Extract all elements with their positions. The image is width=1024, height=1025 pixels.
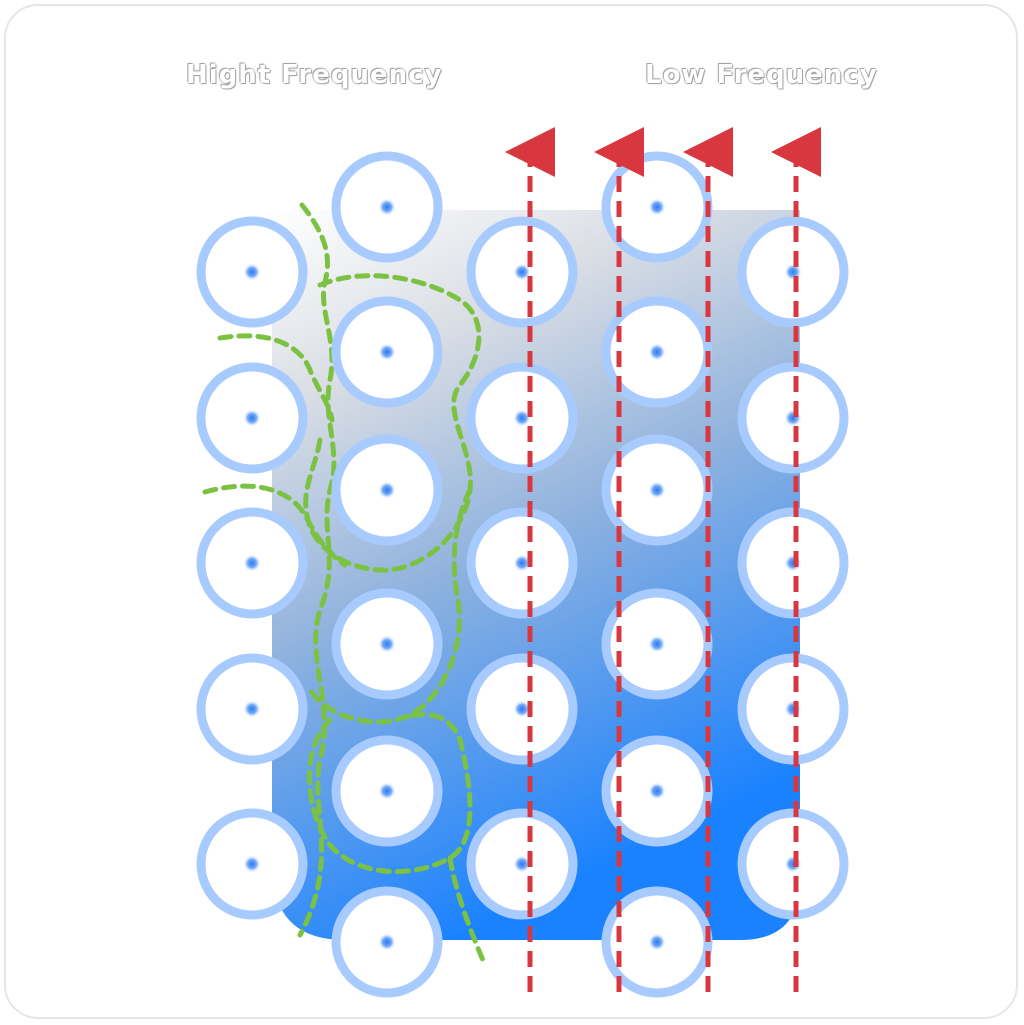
- node: [331, 735, 443, 847]
- node-grid: [196, 151, 849, 998]
- node: [737, 362, 849, 474]
- node: [737, 808, 849, 920]
- node: [466, 216, 578, 328]
- green-dashed-paths: [202, 202, 488, 968]
- node: [737, 216, 849, 328]
- green-path-4: [303, 273, 482, 573]
- green-path-2: [217, 333, 335, 423]
- node: [737, 507, 849, 619]
- node: [601, 588, 713, 700]
- high-frequency-label: Hight Frequency: [186, 60, 443, 90]
- node: [601, 151, 713, 263]
- green-path-1: [297, 202, 337, 938]
- node: [737, 653, 849, 765]
- node: [331, 151, 443, 263]
- node: [196, 362, 308, 474]
- green-path-5: [307, 487, 473, 725]
- green-path-7: [447, 855, 488, 968]
- node: [466, 653, 578, 765]
- red-arrows: [505, 127, 821, 992]
- node: [466, 507, 578, 619]
- node: [331, 434, 443, 546]
- green-path-6: [306, 712, 473, 875]
- node: [196, 653, 308, 765]
- node: [466, 362, 578, 474]
- node: [196, 507, 308, 619]
- node: [331, 296, 443, 408]
- node: [331, 886, 443, 998]
- low-frequency-label: Low Frequency: [645, 60, 878, 90]
- node: [196, 808, 308, 920]
- node: [466, 808, 578, 920]
- node: [331, 588, 443, 700]
- node: [196, 216, 308, 328]
